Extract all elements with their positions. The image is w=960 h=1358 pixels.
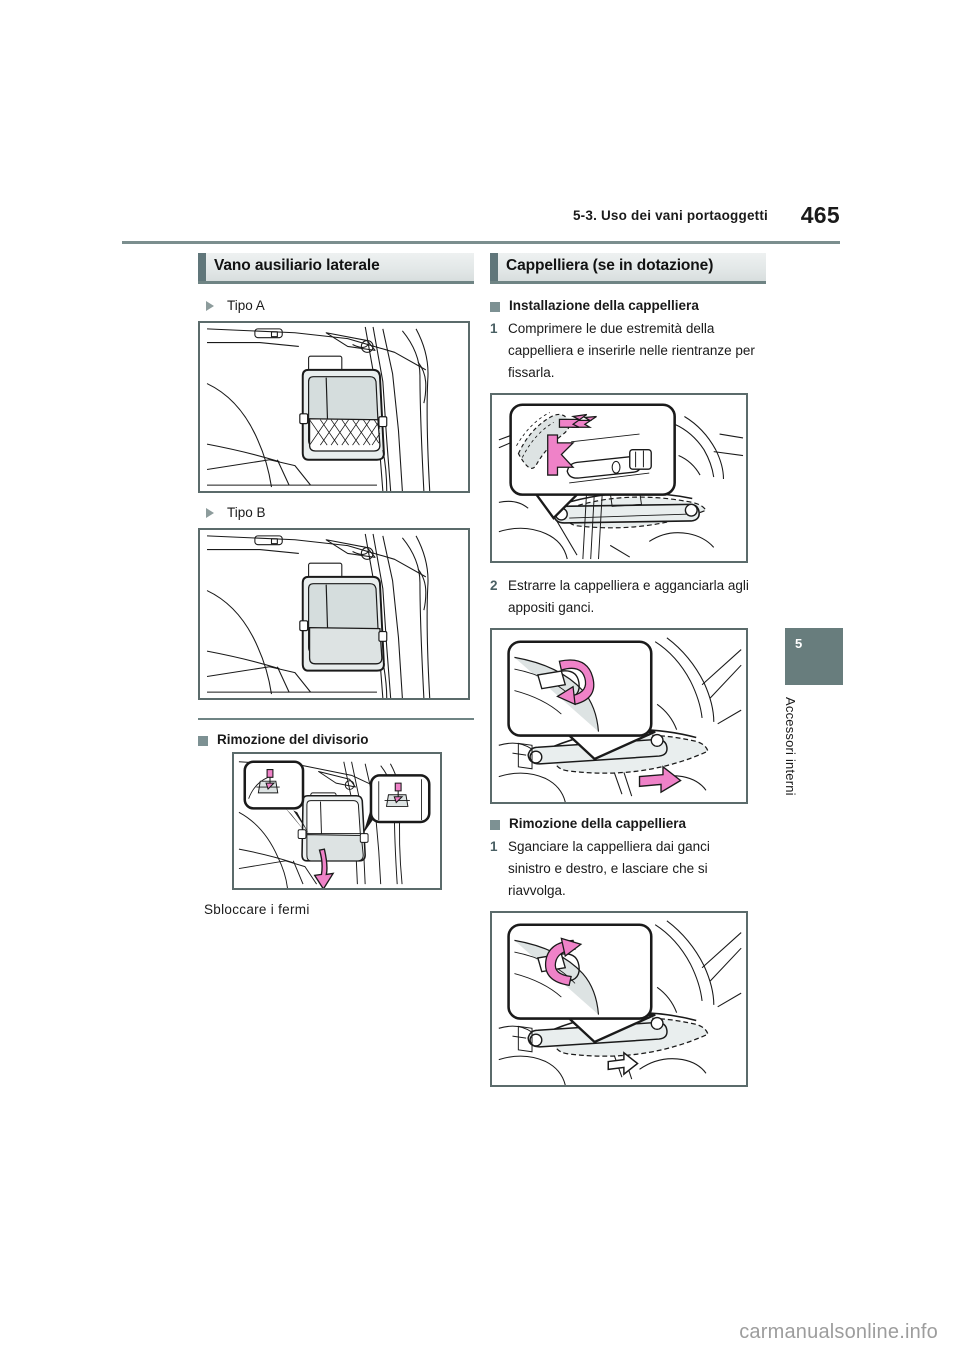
pink-arrow-right-lower <box>638 765 682 794</box>
right-column: Cappelliera (se in dotazione) Installazi… <box>490 253 766 1099</box>
subheading-tipo-a-label: Tipo A <box>227 298 265 313</box>
subheading-rimozione-divisorio-label: Rimozione del divisorio <box>217 732 369 747</box>
chapter-tab-number: 5 <box>795 636 803 651</box>
pink-arrow-right <box>547 434 575 476</box>
section-title-label: Cappelliera (se in dotazione) <box>506 257 714 274</box>
step-removal-1: 1 Sganciare la cappelliera dai ganci sin… <box>490 836 766 902</box>
step-number: 1 <box>490 839 498 854</box>
page-number: 465 <box>800 202 840 228</box>
breadcrumb-chapter: 5-3. Uso dei vani portaoggetti <box>572 208 768 223</box>
left-column: Vano ausiliario laterale Tipo A <box>198 253 474 917</box>
site-watermark: carmanualsonline.info <box>739 1321 938 1343</box>
square-bullet-icon <box>490 302 500 312</box>
figure-tipo-b <box>198 528 470 700</box>
section-accent-tick <box>490 253 498 281</box>
subheading-tipo-b-label: Tipo B <box>227 505 266 520</box>
step-install-2: 2 Estrarre la cappelliera e agganciarla … <box>490 575 766 619</box>
subheading-rimozione-cappelliera: Rimozione della cappelliera <box>490 816 766 831</box>
subheading-tipo-a: Tipo A <box>206 298 474 313</box>
section-header-vano-ausiliario-laterale: Vano ausiliario laterale <box>198 253 474 284</box>
subheading-tipo-b: Tipo B <box>206 505 474 520</box>
pink-arrow-down <box>313 848 335 888</box>
section-accent-tick <box>198 253 206 281</box>
triangle-bullet-icon <box>206 507 214 518</box>
step-number: 1 <box>490 321 498 336</box>
subheading-installazione-label: Installazione della cappelliera <box>509 298 699 313</box>
chapter-tab-label: Accessori interni <box>783 697 798 796</box>
subheading-installazione-cappelliera: Installazione della cappelliera <box>490 298 766 313</box>
step-text: Sganciare la cappelliera dai ganci sinis… <box>508 839 710 898</box>
figure-rimozione-cappelliera <box>490 911 748 1087</box>
section-title-label: Vano ausiliario laterale <box>214 257 380 274</box>
caption-sbloccare-i-fermi: Sbloccare i fermi <box>204 902 310 917</box>
header-divider-rule <box>122 241 840 244</box>
page-header: 5-3. Uso dei vani portaoggetti 465 <box>122 202 840 244</box>
square-bullet-icon <box>198 736 208 746</box>
white-retract-arrow <box>607 1051 639 1076</box>
step-install-1: 1 Comprimere le due estremità della capp… <box>490 318 766 384</box>
section-divider-rule <box>198 718 474 720</box>
subheading-rimozione-divisorio: Rimozione del divisorio <box>198 732 474 747</box>
figure-installazione-2 <box>490 628 748 804</box>
figure-installazione-1 <box>490 393 748 563</box>
figure-tipo-a <box>198 321 470 493</box>
subheading-rimozione-label: Rimozione della cappelliera <box>509 816 687 831</box>
chapter-tab-marker: 5 <box>785 628 843 685</box>
step-text: Comprimere le due estremità della cappel… <box>508 321 755 380</box>
triangle-bullet-icon <box>206 300 214 311</box>
figure-rimozione-divisorio <box>232 752 442 890</box>
step-number: 2 <box>490 578 498 593</box>
section-header-cappelliera: Cappelliera (se in dotazione) <box>490 253 766 284</box>
step-text: Estrarre la cappelliera e agganciarla ag… <box>508 578 749 615</box>
square-bullet-icon <box>490 820 500 830</box>
